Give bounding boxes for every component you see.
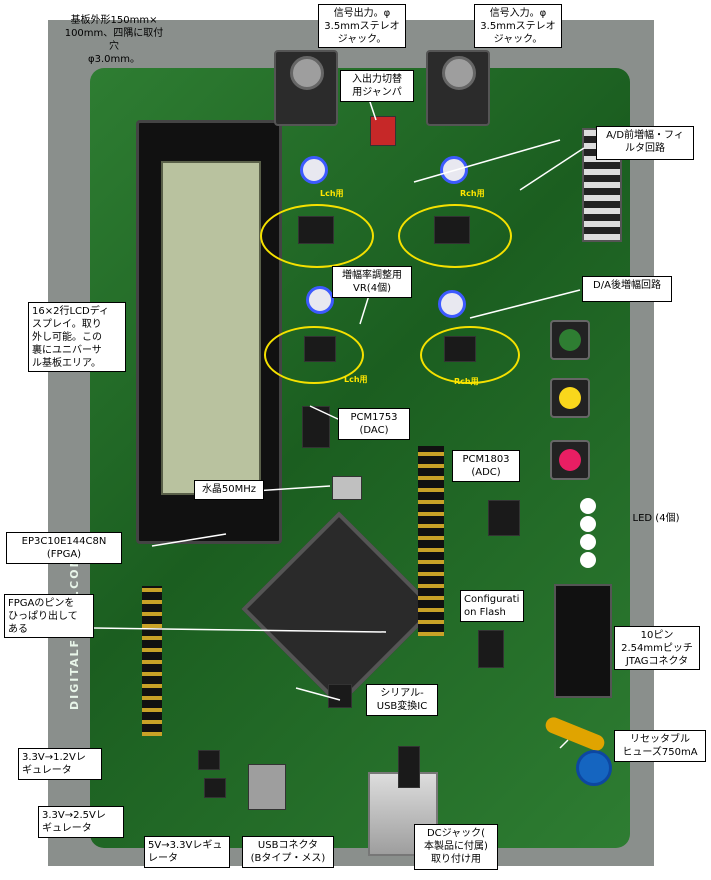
usb-serial-chip <box>328 684 352 708</box>
led-1 <box>580 498 596 514</box>
callout-fpga-pins: FPGAのピンを ひっぱり出して ある <box>4 594 94 638</box>
input-jack <box>426 50 490 126</box>
led-2 <box>580 516 596 532</box>
adc-chip <box>488 500 520 536</box>
switch-green <box>550 320 590 360</box>
callout-ad-amp-filter: A/D前増幅・フィ ルタ回路 <box>596 126 694 160</box>
highlight-ad-r <box>398 204 512 268</box>
regulator-25 <box>204 778 226 798</box>
regulator-12 <box>198 750 220 770</box>
callout-usb-connector: USBコネクタ (Bタイプ・メス) <box>242 836 334 868</box>
lcd-screen <box>161 161 261 495</box>
board-photo: Lch用 Rch用 Lch用 Rch用 DIGITALFILTER.COM <box>48 20 654 866</box>
callout-reg-12: 3.3V→1.2Vレ ギュレータ <box>18 748 102 780</box>
callout-fuse: リセッタブル ヒューズ750mA <box>614 730 706 762</box>
gain-vr-1 <box>300 156 328 184</box>
callout-signal-out: 信号出力。φ 3.5mmステレオ ジャック。 <box>318 4 406 48</box>
callout-io-jumper: 入出力切替 用ジャンパ <box>340 70 414 102</box>
callout-crystal: 水晶50MHz <box>194 480 264 500</box>
callout-dac: PCM1753 (DAC) <box>338 408 410 440</box>
callout-da-amp: D/A後増幅回路 <box>582 276 672 302</box>
io-jumper <box>370 116 396 146</box>
callout-jtag: 10ピン 2.54mmピッチ JTAGコネクタ <box>614 626 700 670</box>
regulator-33 <box>248 764 286 810</box>
led-3 <box>580 534 596 550</box>
inductor <box>576 750 612 786</box>
highlight-da-l <box>264 326 364 384</box>
callout-config-flash: Configurati on Flash <box>460 590 524 622</box>
callout-fpga: EP3C10E144C8N (FPGA) <box>6 532 122 564</box>
highlight-da-r <box>420 326 520 384</box>
led-4 <box>580 552 596 568</box>
silk-lch-top: Lch用 <box>320 189 344 198</box>
callout-lcd: 16×2行LCDディ スプレイ。取り 外し可能。この 裏にユニバーサ ル基板エリ… <box>28 302 126 372</box>
silk-lch-bottom: Lch用 <box>344 375 368 384</box>
callout-reg-33: 5V→3.3Vレギュ レータ <box>144 836 230 868</box>
gain-vr-3 <box>306 286 334 314</box>
switch-red <box>550 440 590 480</box>
highlight-ad-l <box>260 204 374 268</box>
switch-yellow <box>550 378 590 418</box>
crystal-oscillator <box>332 476 362 500</box>
jtag-connector <box>554 584 612 698</box>
config-flash-chip <box>478 630 504 668</box>
dc-jack-footprint <box>398 746 420 788</box>
callout-usb-serial: シリアル- USB変換IC <box>366 684 438 716</box>
callout-signal-in: 信号入力。φ 3.5mmステレオ ジャック。 <box>474 4 562 48</box>
pin-header-left <box>142 586 162 736</box>
callout-reg-25: 3.3V→2.5Vレ ギュレータ <box>38 806 124 838</box>
callout-gain-vr: 増幅率調整用 VR(4個) <box>332 266 412 298</box>
gain-vr-4 <box>438 290 466 318</box>
dac-chip <box>302 406 330 448</box>
callout-board-size: 基板外形150mm× 100mm、四隅に取付穴 φ3.0mm。 <box>64 15 164 65</box>
callout-adc: PCM1803 (ADC) <box>452 450 520 482</box>
silk-rch-top: Rch用 <box>460 189 485 198</box>
pin-header-right <box>418 446 444 636</box>
output-jack <box>274 50 338 126</box>
callout-led: LED (4個) <box>632 513 680 524</box>
gain-vr-2 <box>440 156 468 184</box>
callout-dc-jack: DCジャック( 本製品に付属) 取り付け用 <box>414 824 498 870</box>
silk-rch-bottom: Rch用 <box>454 377 479 386</box>
